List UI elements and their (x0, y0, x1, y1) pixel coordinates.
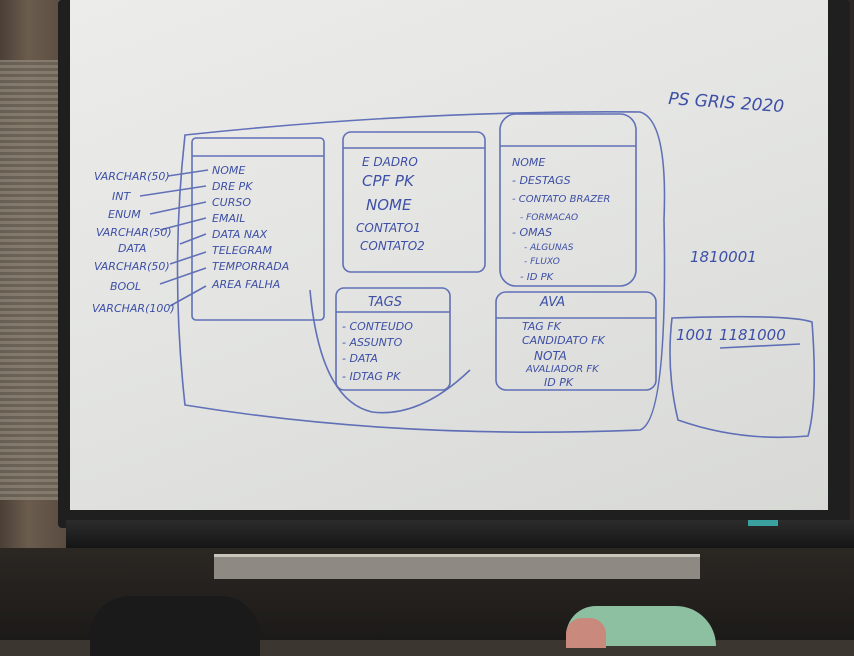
tags-field-2: - DATA (342, 352, 378, 365)
avaliador-box (342, 131, 486, 273)
tags-field-1: - ASSUNTO (342, 336, 403, 349)
aluno-field-7: AREA FALHA (211, 278, 280, 291)
aluno-field-2: CURSO (212, 196, 251, 209)
avaliador-field-1: CPF PK (362, 172, 415, 190)
candidato-field-1: - DESTAGS (512, 174, 571, 187)
avaliador-field-0: E DADRO (362, 155, 418, 169)
aluno-field-6: TEMPORRADA (212, 260, 289, 273)
type-1: INT (112, 190, 131, 203)
type-6: BOOL (110, 280, 141, 293)
shelf (214, 554, 700, 579)
avaliador-field-3: CONTATO1 (356, 221, 421, 235)
candidato-field-0: NOME (512, 156, 545, 169)
board-drawing: PS GRIS 2020 VARCHAR(50) INT ENUM VARCHA… (92, 89, 816, 439)
tags-field-3: - IDTAG PK (342, 370, 401, 383)
ava-field-0: TAG FK (522, 320, 562, 333)
right-box (669, 315, 816, 439)
type-4: DATA (118, 242, 146, 255)
candidato-field-4: - OMAS (512, 226, 552, 239)
tags-field-0: - CONTEUDO (342, 320, 413, 333)
ava-field-3: AVALIADOR FK (525, 364, 600, 375)
board-title: PS GRIS 2020 (668, 89, 785, 117)
type-0: VARCHAR(50) (94, 170, 170, 183)
ava-title: AVA (539, 295, 565, 310)
tags-title: TAGS (368, 295, 402, 310)
ava-field-1: CANDIDATO FK (522, 334, 606, 347)
aluno-field-1: DRE PK (212, 180, 253, 193)
avaliador-field-4: CONTATO2 (360, 239, 425, 253)
whiteboard-tray (66, 520, 854, 548)
aluno-box (191, 137, 325, 321)
avaliador-field-2: NOME (366, 196, 412, 214)
aluno-field-4: DATA NAX (212, 228, 268, 241)
type-5: VARCHAR(50) (94, 260, 170, 273)
candidato-box (499, 113, 637, 287)
tray-indicator-light (748, 520, 778, 526)
candidato-field-5: - ALGUNAS (524, 243, 574, 253)
aluno-field-5: TELEGRAM (212, 244, 272, 257)
aluno-field-3: EMAIL (212, 212, 245, 225)
type-7: VARCHAR(100) (92, 302, 175, 315)
tags-box (335, 287, 451, 391)
candidato-field-3: - FORMACAO (520, 213, 578, 223)
candidato-field-6: - FLUXO (524, 257, 560, 267)
aluno-field-0: NOME (212, 164, 245, 177)
note-2: 1001 1181000 (676, 326, 786, 344)
candidato-field-7: - ID PK (520, 272, 555, 283)
ava-field-4: ID PK (544, 376, 574, 389)
ava-box (495, 291, 657, 391)
candidato-field-2: - CONTATO BRAZER (512, 194, 610, 205)
note-1: 1810001 (690, 248, 757, 266)
ava-field-2: NOTA (534, 349, 567, 363)
window-blinds (0, 60, 58, 500)
type-2: ENUM (108, 208, 141, 221)
outer-loop (176, 111, 666, 434)
type-3: VARCHAR(50) (96, 226, 172, 239)
